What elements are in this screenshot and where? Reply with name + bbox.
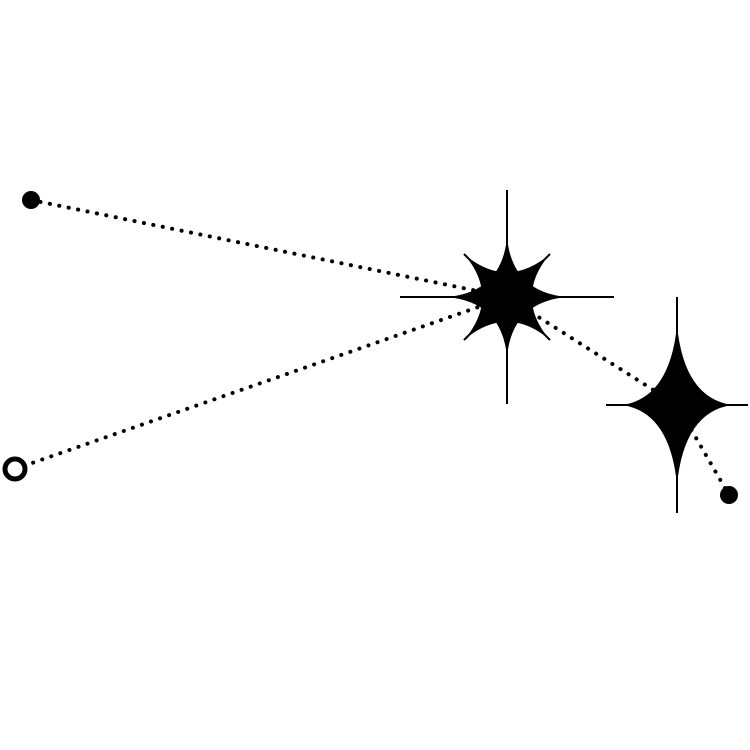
connection-lines (13, 198, 731, 497)
lower-left-ring-icon (2, 456, 28, 482)
center-star-icon (400, 190, 614, 404)
upper-left-dot-icon (22, 191, 40, 209)
lower-right-dot-icon (720, 486, 738, 504)
right-star-icon (606, 297, 748, 513)
dotted-line-upper-left-dot-to-center-star (29, 198, 509, 299)
dotted-line-lower-left-dot-to-center-star (13, 295, 509, 471)
